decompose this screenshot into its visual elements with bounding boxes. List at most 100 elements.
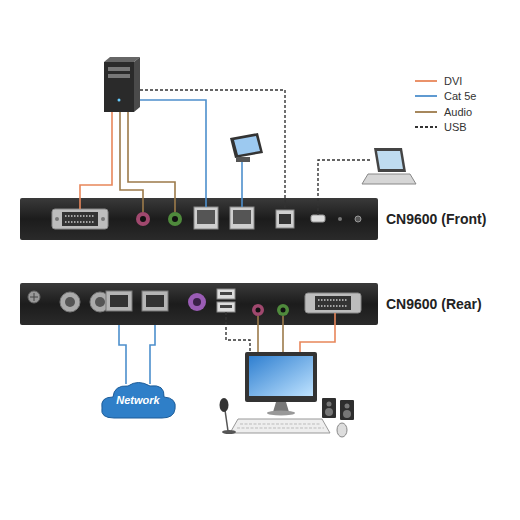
usb-cable [226,312,250,352]
speaker [343,410,351,418]
cloud-outline [102,383,176,419]
power-connector [95,297,105,307]
panel-title: CN9600 (Front) [386,211,486,227]
legend: DVICat 5e AudioUSB [414,73,476,135]
mini-usb-port [311,215,325,222]
sfp-port [110,295,128,307]
dvi-port [305,293,361,313]
dvi-port [62,212,98,226]
console-monitor [245,352,317,416]
audio-jack [168,212,182,226]
mini-usb-port [311,215,325,222]
legend-sample [414,92,438,100]
speaker [327,402,332,407]
console-monitor [249,356,313,396]
usb-a-port [220,305,232,308]
microphone [222,430,236,434]
usb-cable [140,90,370,352]
usb-a-port [220,292,232,295]
device-panel: CN9600 (Front) [20,198,378,240]
microphone [220,398,237,434]
audio-jack [252,304,289,316]
dvi-port [318,299,348,301]
audio-jack [172,216,178,222]
front-panel-body [20,198,378,240]
dvi-port [52,209,108,229]
computer-tower [108,74,130,78]
console-monitor [267,411,295,416]
audio-jack [256,308,261,313]
legend-label: USB [444,121,467,133]
rj45-port [230,207,254,229]
microphone [220,398,229,412]
touch-panel [234,136,260,155]
dvi-cable [80,112,335,352]
computer-tower [104,62,134,112]
legend-entry: DVI [414,73,476,89]
sfp-port [106,291,168,311]
console-keyboard [240,424,320,425]
dvi-port [65,221,95,223]
touch-panel [230,133,263,162]
legend-sample [414,123,438,131]
dvi-port [305,293,361,313]
legend-label: Audio [444,106,472,118]
ground-screw [34,293,35,301]
speaker [322,398,336,418]
cat5e-cable [241,162,243,207]
dvi-cable [300,313,335,352]
audio-jack [281,308,286,313]
cat5e-link [119,325,126,384]
audio-jack [136,212,182,226]
computer-tower [118,99,121,102]
dvi-port [315,296,351,310]
audio-cable [120,112,283,352]
legend-entry: USB [414,120,476,136]
computer-tower [104,57,140,112]
computer-tower [108,67,130,71]
ps2-port [188,293,206,311]
rj45-port [194,207,218,229]
audio-cable [120,112,143,212]
rj45-port [233,210,251,224]
ground-screw [28,291,40,303]
cat5e-link [150,325,155,384]
front-panel-body [20,198,378,240]
speaker [345,404,350,409]
microphone [225,410,228,431]
dvi-cable [80,112,112,209]
laptop [374,148,406,172]
audio-jack [136,212,150,226]
indicator-hole [338,216,361,222]
console-keyboard [230,419,330,433]
network-cloud: Network [98,380,178,420]
legend-entry: Audio [414,104,476,120]
indicator-hole [338,217,342,221]
audio-jack [140,216,146,222]
power-connector [65,297,75,307]
console-keyboard [230,419,330,433]
usb-b-port [276,210,294,228]
speaker [322,398,354,420]
legend-line [415,126,437,128]
laptop [362,174,416,184]
rj45-port [197,210,215,224]
power-connector [60,292,110,312]
dvi-port [52,209,108,229]
laptop [362,148,416,184]
audio-cable [282,316,284,352]
panel-title: CN9600 (Rear) [386,296,482,312]
speaker [340,400,354,420]
console-monitor [245,352,317,402]
usb-a-port [217,289,235,312]
console-mouse [337,423,347,437]
audio-cable [128,112,175,212]
laptop [377,151,403,169]
legend-entry: Cat 5e [414,89,476,105]
audio-jack [277,304,289,316]
legend-label: Cat 5e [444,90,476,102]
usb-b-port [276,210,294,228]
